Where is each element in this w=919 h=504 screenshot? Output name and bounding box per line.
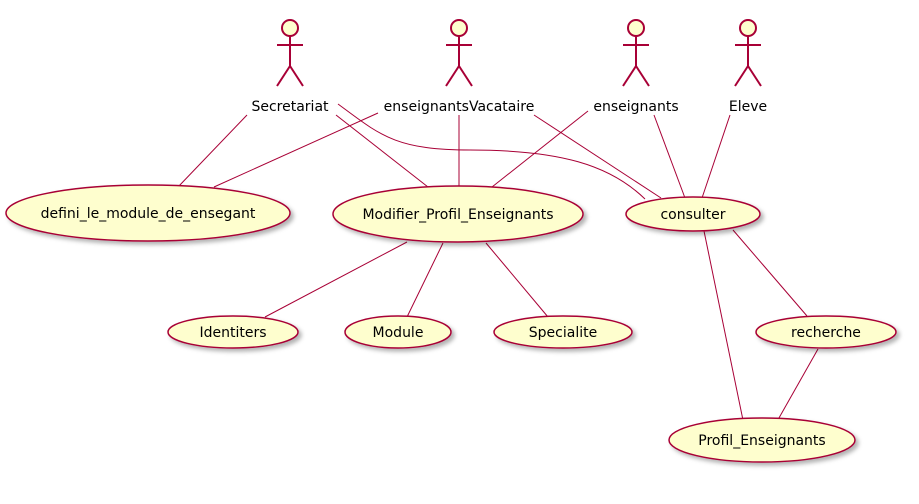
actor-label-enseignants-vacataire: enseignantsVacataire: [384, 99, 535, 115]
actor-label-secretariat: Secretariat: [251, 99, 329, 115]
stick-figure-icon: [622, 19, 650, 87]
actor-eleve: Eleve: [729, 19, 767, 115]
assoc-vacataire-defini: [213, 112, 379, 188]
use-case-label-module: Module: [373, 325, 424, 341]
associations: [177, 103, 819, 426]
stick-figure-icon: [276, 19, 304, 87]
actor-secretariat: Secretariat: [251, 19, 329, 115]
assoc-consulter-recherche: [732, 229, 808, 317]
assoc-enseignants-consulter: [653, 114, 686, 199]
use-cases: defini_le_module_de_ensegant Modifier_Pr…: [5, 184, 897, 463]
actor-enseignants-vacataire: enseignantsVacataire: [384, 19, 535, 115]
use-case-module: Module: [344, 315, 452, 349]
actors: Secretariat enseignantsVacataire enseign…: [251, 19, 767, 115]
use-case-label-consulter: consulter: [660, 207, 725, 223]
use-case-identiters: Identiters: [167, 315, 299, 349]
use-case-profil-enseignants: Profil_Enseignants: [668, 417, 856, 463]
assoc-modifier-specialite: [485, 242, 549, 318]
use-case-consulter: consulter: [625, 196, 761, 232]
assoc-modifier-module: [406, 242, 444, 318]
use-case-defini-le-module: defini_le_module_de_ensegant: [5, 184, 291, 242]
use-case-label-specialite: Specialite: [529, 325, 597, 341]
stick-figure-icon: [734, 19, 762, 87]
assoc-recherche-profil: [774, 348, 819, 426]
assoc-secretariat-consulter: [337, 103, 646, 200]
actor-label-enseignants: enseignants: [593, 99, 678, 115]
assoc-secretariat-defini: [177, 114, 248, 188]
stick-figure-icon: [445, 19, 473, 87]
use-case-label-defini-le-module: defini_le_module_de_ensegant: [41, 206, 256, 222]
assoc-enseignants-modifier: [491, 110, 589, 188]
use-case-specialite: Specialite: [493, 315, 633, 349]
assoc-eleve-consulter: [701, 114, 731, 199]
use-case-recherche: recherche: [755, 315, 897, 349]
assoc-modifier-identiters: [264, 241, 408, 318]
use-case-label-modifier-profil-enseignants: Modifier_Profil_Enseignants: [362, 207, 553, 223]
assoc-vacataire-consulter: [533, 114, 662, 199]
use-case-label-profil-enseignants: Profil_Enseignants: [698, 433, 825, 449]
use-case-label-recherche: recherche: [791, 325, 861, 341]
assoc-secretariat-modifier: [335, 114, 429, 188]
use-case-modifier-profil-enseignants: Modifier_Profil_Enseignants: [332, 185, 584, 243]
assoc-consulter-profil: [703, 230, 745, 426]
use-case-label-identiters: Identiters: [199, 325, 266, 341]
actor-label-eleve: Eleve: [729, 99, 767, 115]
actor-enseignants: enseignants: [593, 19, 679, 115]
